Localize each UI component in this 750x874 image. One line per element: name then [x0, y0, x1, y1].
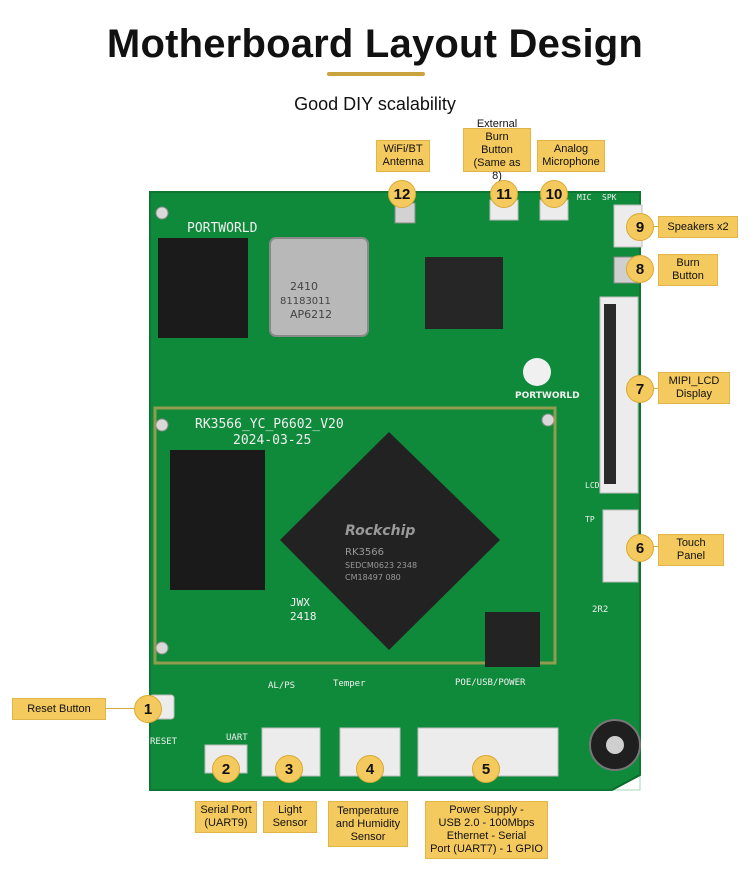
silk-spk: SPK [602, 193, 617, 202]
silk-temper: Temper [333, 679, 366, 689]
silk-mic: MIC [577, 193, 592, 202]
callout-label-10: Analog Microphone [537, 140, 605, 172]
callout-badge-1: 1 [134, 695, 162, 723]
callout-label-7: MIPI_LCD Display [658, 372, 730, 404]
silk-reset: RESET [150, 737, 178, 747]
memory-chip-top [158, 238, 248, 338]
callout-label-4: Temperature and Humidity Sensor [328, 801, 408, 847]
callout-badge-4: 4 [356, 755, 384, 783]
callout-label-2: Serial Port (UART9) [195, 801, 257, 833]
silk-poe: POE/USB/POWER [455, 678, 526, 688]
callout-label-1: Reset Button [12, 698, 106, 720]
callout-label-12: WiFi/BT Antenna [376, 140, 430, 172]
leader-line-1h [97, 708, 134, 709]
callout-badge-3: 3 [275, 755, 303, 783]
callout-label-6: Touch Panel [658, 534, 724, 566]
silk-uart: UART [226, 733, 248, 743]
callout-label-3: Light Sensor [263, 801, 317, 833]
soc-model: RK3566 [345, 547, 384, 558]
callout-badge-12: 12 [388, 180, 416, 208]
silk-2418: 2418 [290, 610, 317, 623]
callout-label-9: Speakers x2 [658, 216, 738, 238]
leader-line-9 [652, 226, 662, 227]
mounting-hole [155, 206, 169, 220]
mounting-hole [155, 641, 169, 655]
callout-badge-11: 11 [490, 180, 518, 208]
callout-badge-6: 6 [626, 534, 654, 562]
logo-brand: PORTWORLD [515, 391, 580, 401]
silk-model: RK3566_YC_P6602_V20 [195, 417, 344, 432]
soc-brand: Rockchip [345, 523, 415, 539]
soc-chip [280, 432, 500, 650]
wifi-name: AP6212 [290, 308, 332, 321]
ic-chip-right [425, 257, 503, 329]
memory-chip-bottom [170, 450, 265, 590]
page-title: Motherboard Layout Design [106, 22, 644, 66]
core-module-outline [153, 406, 557, 665]
callout-badge-10: 10 [540, 180, 568, 208]
mounting-hole [541, 413, 555, 427]
page-subtitle: Good DIY scalability [294, 94, 456, 114]
silk-date: 2024-03-25 [233, 433, 311, 448]
wifi-lot: 81183011 [280, 296, 331, 307]
silk-tp: TP [585, 515, 595, 524]
mounting-hole [155, 418, 169, 432]
silk-lcd: LCD [585, 481, 600, 490]
silk-2r2: 2R2 [592, 605, 608, 615]
silk-jwx: JWX [290, 596, 310, 609]
wifi-code: 2410 [290, 280, 318, 293]
callout-label-5: Power Supply - USB 2.0 - 100Mbps Etherne… [425, 801, 548, 859]
wifi-module [269, 237, 369, 337]
silk-alps: AL/PS [268, 681, 295, 691]
ic-chip-bottom [485, 612, 540, 667]
callout-badge-5: 5 [472, 755, 500, 783]
callout-badge-9: 9 [626, 213, 654, 241]
callout-label-8: Burn Button [658, 254, 718, 286]
callout-label-11: External Burn Button (Same as 8) [463, 118, 531, 182]
soc-code: SEDCM0623 2348 [345, 561, 417, 570]
title-underline [327, 72, 425, 76]
callout-badge-2: 2 [212, 755, 240, 783]
callout-badge-7: 7 [626, 375, 654, 403]
callout-badge-8: 8 [626, 255, 654, 283]
portworld-logo-icon [523, 358, 551, 386]
soc-lot: CM18497 080 [345, 573, 401, 582]
silk-brand: PORTWORLD [187, 221, 258, 236]
